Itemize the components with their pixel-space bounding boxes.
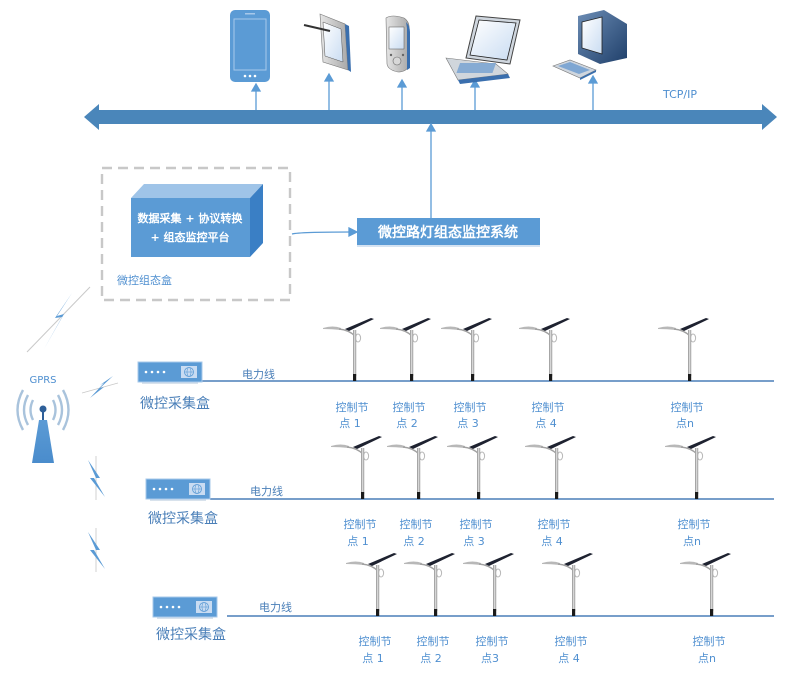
- control-node-label-line2: 点 2: [396, 417, 418, 430]
- desktop-computer-icon: [552, 10, 627, 80]
- streetlight-icon: [664, 435, 717, 500]
- control-node-label-line2: 点n: [683, 535, 701, 548]
- laptop-icon: [445, 15, 521, 84]
- control-node-label-line2: 点n: [676, 417, 694, 430]
- tablet-with-stylus-icon: [303, 13, 351, 72]
- control-node-label-line1: 控制节: [400, 517, 433, 531]
- streetlight-icon: [462, 552, 515, 617]
- collector-box-icon: [145, 478, 211, 501]
- control-node-label-line2: 点3: [481, 652, 499, 665]
- control-node-label-line2: 点n: [698, 652, 716, 665]
- control-node-label-line1: 控制节: [693, 634, 726, 648]
- control-node-label-line1: 控制节: [336, 400, 369, 414]
- control-node-label-line1: 控制节: [678, 517, 711, 531]
- power-line-label: 电力线: [250, 484, 283, 498]
- power-line-label: 电力线: [242, 367, 275, 381]
- control-node-label-line1: 控制节: [393, 400, 426, 414]
- power-line-label: 电力线: [259, 600, 292, 614]
- control-node-label-line2: 点 2: [403, 535, 425, 548]
- control-node-label-line2: 点 3: [457, 417, 479, 430]
- streetlight-icon: [541, 552, 594, 617]
- bus-arrow: [84, 104, 777, 130]
- control-node-label-line2: 点 1: [362, 652, 384, 665]
- control-node-label-line1: 控制节: [555, 634, 588, 648]
- streetlight-icon: [518, 317, 571, 382]
- bus-label: TCP/IP: [662, 88, 697, 101]
- control-node-label-line2: 点 4: [541, 535, 563, 548]
- streetlight-icon: [440, 317, 493, 382]
- control-node-label-line1: 控制节: [417, 634, 450, 648]
- control-node-label-line2: 点 1: [339, 417, 361, 430]
- streetlight-icon: [679, 552, 732, 617]
- streetlight-icon: [322, 317, 375, 382]
- control-node-label-line1: 控制节: [476, 634, 509, 648]
- control-node-label-line1: 控制节: [532, 400, 565, 414]
- collector-label: 微控采集盒: [156, 626, 226, 643]
- control-node-label-line2: 点 4: [558, 652, 580, 665]
- wireless-link-bolt-icon: [81, 376, 119, 398]
- device-uplinks: [250, 72, 599, 110]
- streetlight-icon: [330, 435, 383, 500]
- streetlight-icon: [524, 435, 577, 500]
- config-box-container: 微控组态盒: [100, 166, 292, 302]
- collector-box-icon: [137, 361, 203, 384]
- control-node-label-line1: 控制节: [671, 400, 704, 414]
- streetlight-icon: [345, 552, 398, 617]
- pda-icon: [385, 15, 410, 73]
- monitoring-system-box: 微控路灯组态监控系统: [357, 218, 540, 247]
- streetlight-icon: [403, 552, 456, 617]
- wireless-link-bolt-icon: [26, 286, 91, 353]
- monitoring-system-label: 微控路灯组态监控系统: [377, 224, 518, 241]
- streetlight-icon: [386, 435, 439, 500]
- config-platform-block: 数据采集 + 协议转换 + 组态监控平台: [131, 184, 263, 257]
- gprs-tower-icon: GPRS: [16, 375, 70, 463]
- control-node-label-line2: 点 3: [463, 535, 485, 548]
- control-node-label-line1: 控制节: [344, 517, 377, 531]
- control-node-label-line1: 控制节: [359, 634, 392, 648]
- config-box-label: 微控组态盒: [117, 273, 172, 287]
- control-node-label-line1: 控制节: [538, 517, 571, 531]
- system-link: [291, 122, 437, 238]
- collector-label: 微控采集盒: [148, 510, 218, 527]
- control-node-label-line1: 控制节: [460, 517, 493, 531]
- platform-line1: 数据采集 + 协议转换: [138, 211, 244, 225]
- streetlight-icon: [379, 317, 432, 382]
- streetlight-icon: [446, 435, 499, 500]
- platform-line2: + 组态监控平台: [150, 230, 229, 244]
- control-node-label-line2: 点 2: [420, 652, 442, 665]
- wireless-link-bolt-icon: [88, 456, 105, 500]
- control-node-label-line2: 点 4: [535, 417, 557, 430]
- smartphone-icon: [230, 10, 270, 82]
- collector-label: 微控采集盒: [140, 395, 210, 412]
- control-node-label-line2: 点 1: [347, 535, 369, 548]
- wireless-link-bolt-icon: [88, 528, 105, 572]
- tcpip-bus: TCP/IP: [84, 88, 777, 130]
- streetlight-icon: [657, 317, 710, 382]
- gprs-label: GPRS: [29, 375, 56, 386]
- control-node-label-line1: 控制节: [454, 400, 487, 414]
- collector-box-icon: [152, 596, 218, 619]
